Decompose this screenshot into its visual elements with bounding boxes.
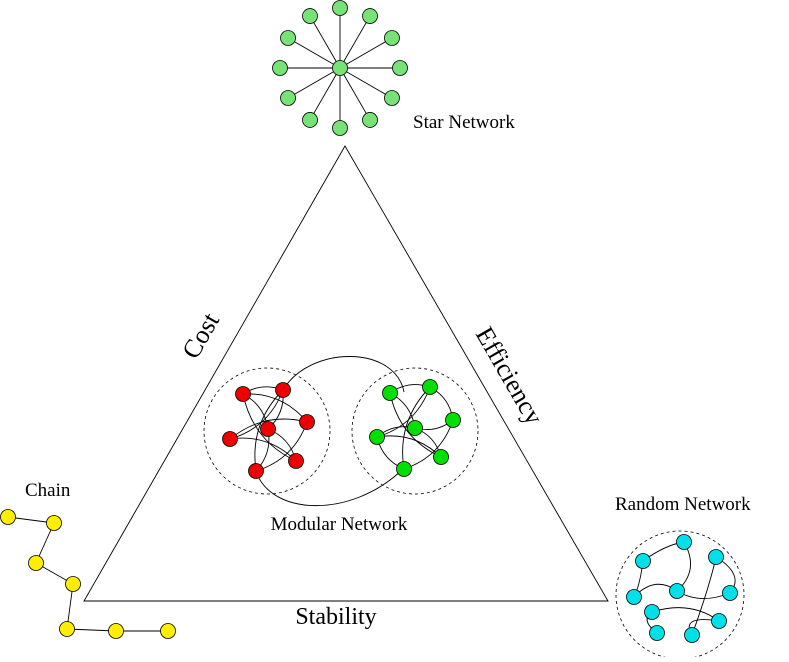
modular-network <box>203 356 479 506</box>
chain-node <box>59 621 75 637</box>
random-boundary <box>615 530 745 660</box>
star-leaf-node <box>280 30 296 46</box>
star-leaf-node <box>384 90 400 106</box>
module-right-node <box>396 461 412 477</box>
star-network <box>272 0 408 136</box>
random-network-label: Random Network <box>615 494 751 515</box>
star-leaf-node <box>302 112 318 128</box>
random-node <box>644 604 660 620</box>
random-node <box>649 625 665 641</box>
star-leaf-node <box>384 30 400 46</box>
chain-label: Chain <box>25 480 71 501</box>
chain-network <box>0 509 176 639</box>
chain-node <box>160 623 176 639</box>
module-left-node <box>222 431 238 447</box>
module-left-boundary <box>203 367 331 495</box>
star-leaf-node <box>362 8 378 24</box>
module-right-boundary <box>351 367 479 495</box>
module-left-node <box>260 421 276 437</box>
random-node <box>669 583 685 599</box>
star-leaf-node <box>332 120 348 136</box>
module-left <box>222 382 315 479</box>
module-left-node <box>248 463 264 479</box>
stability-label: Stability <box>295 604 376 630</box>
chain-node <box>46 515 62 531</box>
chain-node <box>0 509 16 525</box>
random-node <box>711 613 727 629</box>
random-node <box>635 553 651 569</box>
star-leaf-node <box>362 112 378 128</box>
module-right <box>369 379 461 477</box>
star-leaf-node <box>332 0 348 16</box>
chain-node <box>65 576 81 592</box>
module-left-node <box>275 382 291 398</box>
efficiency-label: Efficiency <box>470 322 549 430</box>
random-node <box>708 549 724 565</box>
module-right-node <box>407 420 423 436</box>
star-leaf-node <box>302 8 318 24</box>
star-leaf-node <box>272 60 288 76</box>
module-right-node <box>433 449 449 465</box>
module-right-node <box>382 385 398 401</box>
module-left-node <box>235 386 251 402</box>
random-node <box>722 585 738 601</box>
module-right-node <box>445 412 461 428</box>
modular-network-label: Modular Network <box>271 514 408 535</box>
cost-label: Cost <box>176 307 225 363</box>
random-network <box>615 530 745 660</box>
star-leaf-node <box>392 60 408 76</box>
random-node <box>626 589 642 605</box>
module-left-node <box>288 453 304 469</box>
random-node <box>676 534 692 550</box>
module-right-node <box>422 379 438 395</box>
tradeoff-triangle <box>83 145 609 602</box>
module-left-node <box>299 414 315 430</box>
random-node <box>684 627 700 643</box>
star-hub-node <box>332 60 348 76</box>
chain-node <box>108 623 124 639</box>
star-leaf-node <box>280 90 296 106</box>
chain-node <box>28 555 44 571</box>
module-right-node <box>369 429 385 445</box>
star-network-label: Star Network <box>413 112 515 133</box>
